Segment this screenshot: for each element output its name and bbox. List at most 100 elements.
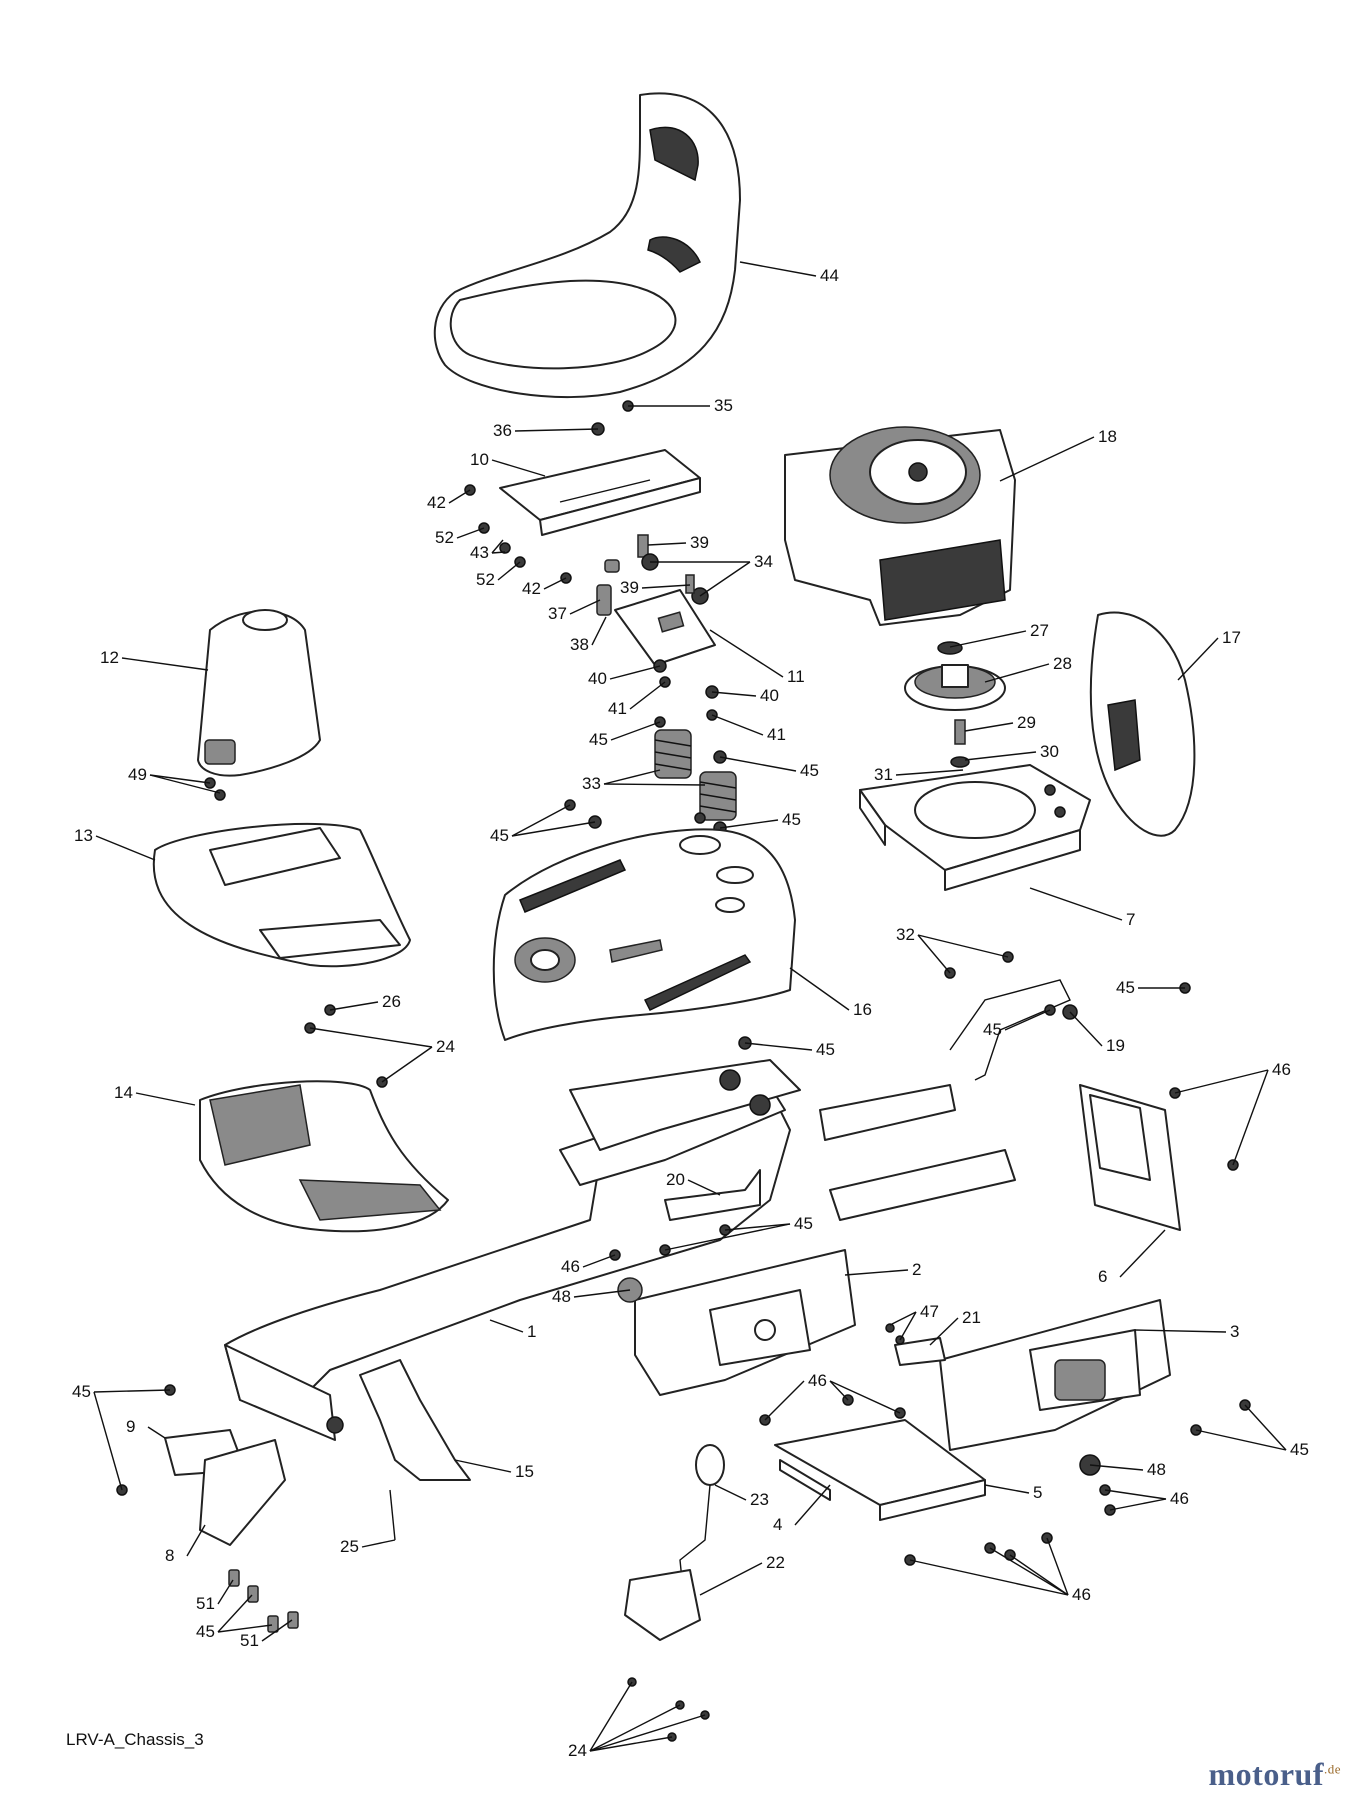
callout-40: 40: [588, 665, 661, 688]
callout-26: 26: [329, 992, 401, 1011]
part-seat: [433, 92, 741, 399]
leader-line: [829, 1380, 901, 1414]
leader-line: [186, 1524, 206, 1557]
leader-line: [789, 967, 850, 1011]
leader-line: [95, 835, 156, 861]
callout-12: 12: [100, 648, 209, 671]
callout-number: 15: [515, 1462, 534, 1481]
callout-20: 20: [666, 1170, 721, 1196]
callout-2: 2: [844, 1260, 921, 1279]
callout-21: 21: [929, 1308, 981, 1346]
callout-16: 16: [789, 967, 872, 1019]
leader-line: [724, 1223, 791, 1231]
leader-line: [909, 1559, 1069, 1596]
callout-7: 7: [1029, 887, 1135, 929]
leader-line: [1109, 1498, 1167, 1511]
leader-line: [719, 819, 779, 829]
callout-46: 46: [1104, 1489, 1189, 1511]
callout-29: 29: [964, 713, 1036, 732]
callout-number: 44: [820, 266, 839, 285]
callout-number: 48: [552, 1287, 571, 1306]
leader-line: [491, 551, 506, 554]
leader-line: [573, 1289, 631, 1298]
callout-number: 2: [912, 1260, 921, 1279]
part-hood: [492, 828, 796, 1050]
callout-number: 45: [983, 1020, 1002, 1039]
leader-line: [1069, 1011, 1103, 1047]
callout-number: 52: [435, 528, 454, 547]
leader-line: [1046, 1537, 1069, 1596]
leader-line: [591, 616, 607, 646]
leader-line: [454, 1459, 512, 1473]
leader-line: [1009, 1554, 1069, 1596]
leader-line: [491, 539, 504, 554]
callout-number: 40: [588, 669, 607, 688]
leader-line: [641, 584, 691, 589]
callout-43: 43: [470, 539, 506, 562]
part-rear-cover: [1089, 611, 1196, 837]
callout-8: 8: [165, 1524, 206, 1565]
part-seat-plate: [499, 449, 701, 536]
callout-11: 11: [709, 629, 805, 686]
callout-number: 10: [470, 450, 489, 469]
leader-line: [1119, 1229, 1166, 1278]
callout-number: 16: [853, 1000, 872, 1019]
leader-line: [699, 1562, 763, 1596]
callout-number: 45: [794, 1214, 813, 1233]
leader-line: [456, 527, 485, 539]
callout-24: 24: [309, 1027, 455, 1083]
leader-line: [448, 489, 471, 504]
callout-number: 46: [808, 1371, 827, 1390]
callout-49: 49: [128, 765, 221, 794]
leader-line: [381, 1046, 433, 1083]
leader-line: [1195, 1429, 1287, 1451]
callout-33: 33: [582, 769, 706, 793]
leader-line: [917, 934, 951, 974]
callout-25: 25: [340, 1537, 396, 1556]
leader-line: [309, 1027, 433, 1048]
callout-number: 1: [527, 1322, 536, 1341]
leader-line: [135, 1092, 196, 1106]
leader-line: [711, 714, 764, 736]
callout-37: 37: [548, 599, 601, 623]
callout-42: 42: [522, 577, 567, 598]
callout-44: 44: [739, 261, 839, 285]
leader-line: [511, 804, 571, 837]
callout-number: 18: [1098, 427, 1117, 446]
leader-line: [711, 691, 757, 697]
watermark-suffix: .de: [1323, 1761, 1341, 1777]
callout-24: 24: [568, 1681, 706, 1760]
leader-line: [1177, 637, 1219, 681]
callout-number: 21: [962, 1308, 981, 1327]
callout-number: 20: [666, 1170, 685, 1189]
leader-line: [147, 1426, 166, 1439]
callout-number: 32: [896, 925, 915, 944]
callout-number: 45: [1116, 978, 1135, 997]
callout-number: 25: [340, 1537, 359, 1556]
callout-17: 17: [1177, 628, 1241, 681]
callout-number: 22: [766, 1553, 785, 1572]
callout-52: 52: [476, 561, 521, 589]
leader-line: [121, 657, 209, 671]
callout-number: 14: [114, 1083, 133, 1102]
callout-number: 27: [1030, 621, 1049, 640]
callout-number: 19: [1106, 1036, 1125, 1055]
leader-line: [949, 630, 1027, 648]
callout-number: 52: [476, 570, 495, 589]
callout-22: 22: [699, 1553, 785, 1596]
callout-42: 42: [427, 489, 471, 512]
part-steering-cover: [197, 609, 321, 777]
callout-23: 23: [714, 1484, 769, 1509]
leader-line: [964, 751, 1037, 761]
leader-line: [93, 1389, 171, 1393]
leader-line: [984, 663, 1050, 683]
part-bracket-20: [609, 1169, 761, 1261]
leader-line: [149, 774, 211, 784]
leader-line: [589, 1736, 673, 1752]
callout-41: 41: [608, 681, 666, 718]
callout-number: 41: [608, 699, 627, 718]
callout-number: 49: [128, 765, 147, 784]
callout-51: 51: [240, 1619, 293, 1650]
